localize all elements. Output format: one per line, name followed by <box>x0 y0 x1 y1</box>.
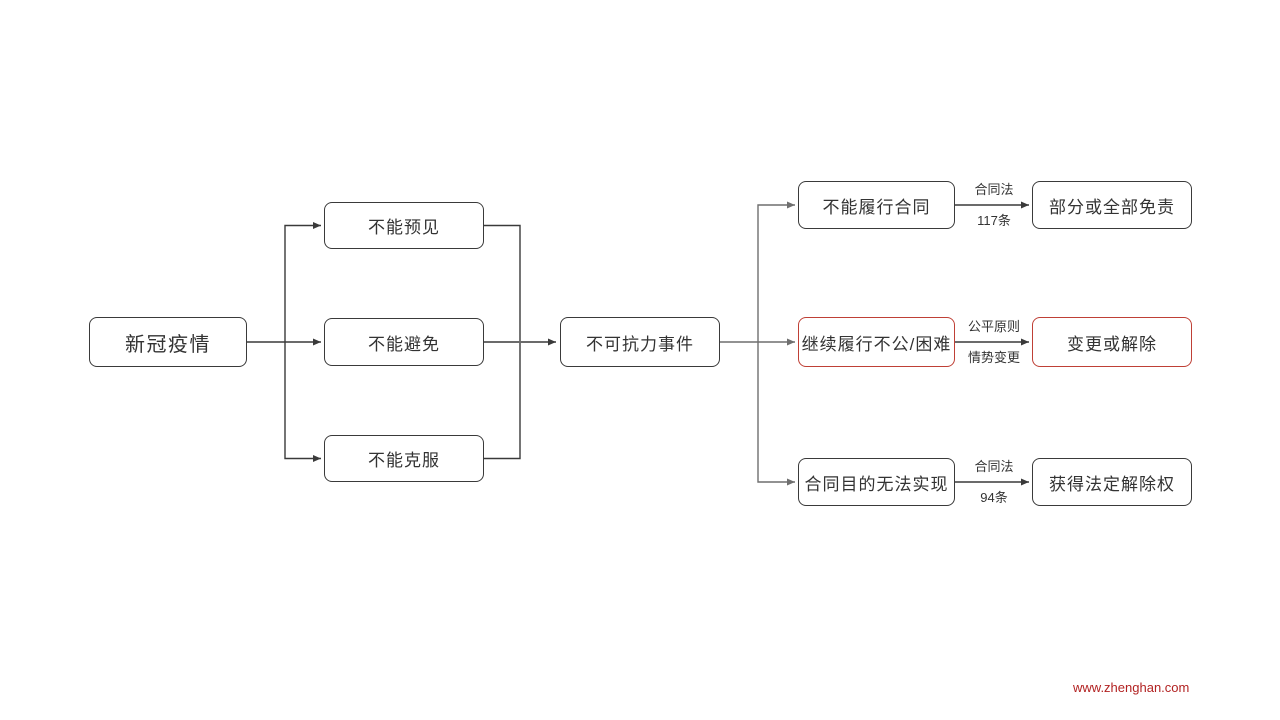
edge-covid-to-unforeseeable <box>284 222 321 342</box>
node-statutory-rescission-right: 获得法定解除权 <box>1032 458 1192 506</box>
node-force-majeure-event: 不可抗力事件 <box>560 317 720 367</box>
edge-label-fairness-principle: 公平原则 情势变更 <box>954 319 1034 365</box>
watermark-url: www.zhenghan.com <box>1073 680 1190 695</box>
node-modify-or-rescind: 变更或解除 <box>1032 317 1192 367</box>
edge-unforeseeable-merge <box>484 224 521 341</box>
edge-label-line: 公平原则 <box>967 319 1020 334</box>
edge-label-line: 情势变更 <box>967 350 1020 365</box>
node-partial-or-full-exemption: 部分或全部免责 <box>1032 181 1192 229</box>
edge-label-contract-law-117: 合同法 117条 <box>954 182 1034 228</box>
node-unavoidable: 不能避免 <box>324 318 484 366</box>
edge-label-line: 94条 <box>980 490 1008 505</box>
edge-insurmountable-merge <box>484 343 521 460</box>
node-unforeseeable: 不能预见 <box>324 202 484 249</box>
node-cannot-perform-contract: 不能履行合同 <box>798 181 955 229</box>
edge-label-line: 合同法 <box>974 459 1014 474</box>
node-unfair-performance: 继续履行不公/困难 <box>798 317 955 367</box>
edge-covid-to-insurmountable <box>284 342 321 462</box>
edge-force-majeure-to-cannot-perform <box>757 201 795 342</box>
edge-label-contract-law-94: 合同法 94条 <box>954 459 1034 505</box>
edge-label-line: 合同法 <box>974 182 1014 197</box>
edge-force-majeure-to-purpose-unachievable <box>757 342 795 486</box>
node-purpose-unachievable: 合同目的无法实现 <box>798 458 955 506</box>
node-covid-epidemic: 新冠疫情 <box>89 317 247 367</box>
node-insurmountable: 不能克服 <box>324 435 484 482</box>
edge-label-line: 117条 <box>977 213 1011 228</box>
